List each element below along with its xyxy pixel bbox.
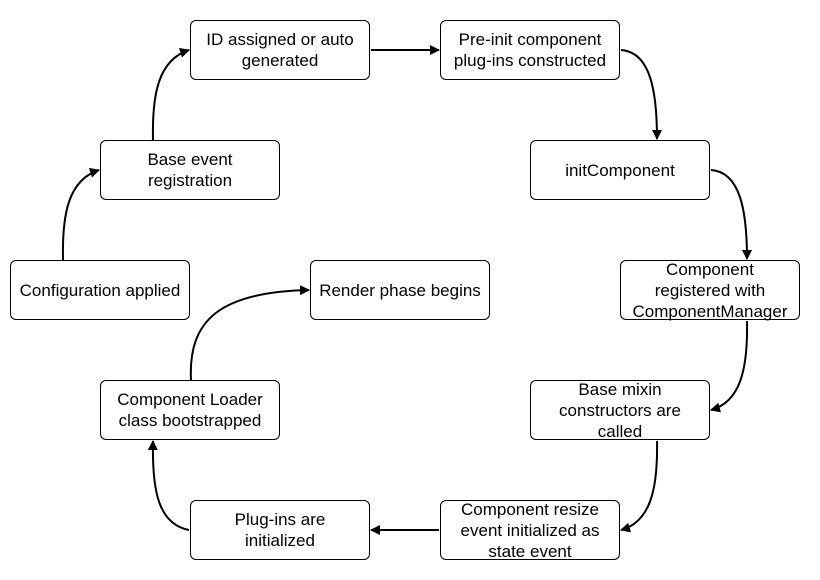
arrow-preinit-to-init-component: [620, 49, 662, 140]
arrow-config-to-base-event: [61, 168, 100, 261]
arrow-init-component-to-registered: [710, 169, 752, 260]
node-render-phase: Render phase begins: [310, 260, 490, 320]
arrow-loader-to-render-phase: [189, 285, 310, 381]
arrow-base-mixin-to-resize-event: [620, 440, 659, 533]
node-init-component: initComponent: [530, 140, 710, 200]
node-configuration-applied: Configuration applied: [10, 260, 190, 320]
arrow-base-event-to-id-assigned: [151, 48, 190, 141]
arrow-registered-to-base-mixin: [710, 320, 749, 413]
node-component-loader: Component Loader class bootstrapped: [100, 380, 280, 440]
node-base-mixin-constructors: Base mixin constructors are called: [530, 380, 710, 441]
node-plugins-initialized: Plug-ins are initialized: [190, 500, 370, 560]
node-base-event-registration: Base event registration: [100, 140, 280, 200]
node-preinit-plugins: Pre-init component plug-ins constructed: [440, 20, 620, 80]
arrow-plugins-initialized-to-loader: [147, 440, 190, 531]
node-id-assigned: ID assigned or auto generated: [190, 20, 370, 80]
node-component-registered: Component registered with ComponentManag…: [620, 260, 800, 321]
node-resize-event: Component resize event initialized as st…: [440, 500, 620, 561]
